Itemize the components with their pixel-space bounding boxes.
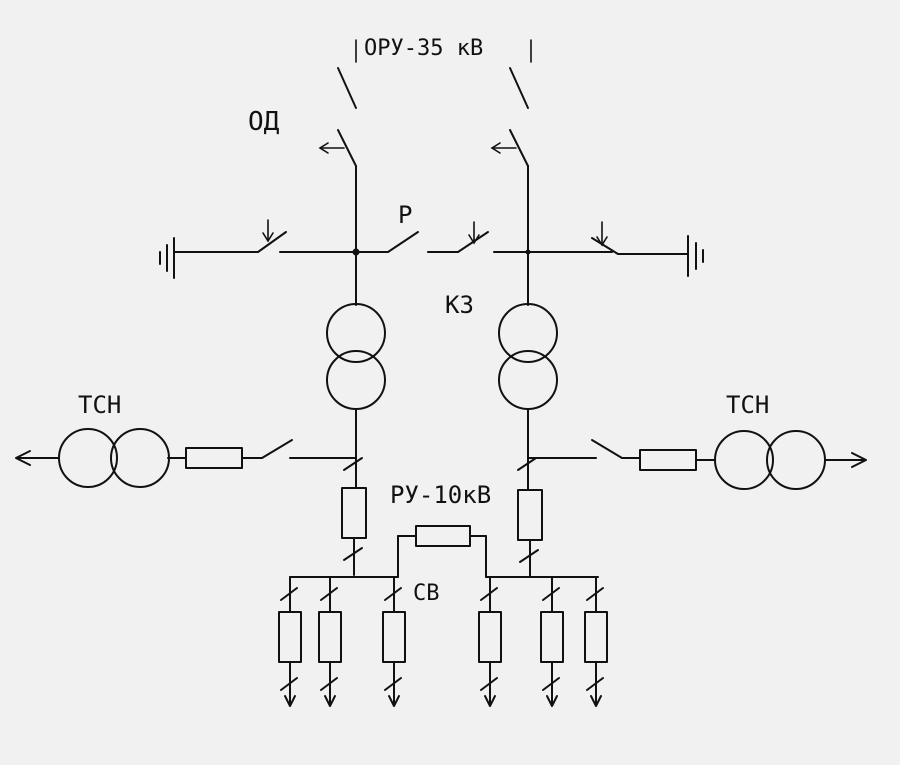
right-ground-switch	[577, 221, 704, 277]
feeder-5-breaker	[540, 611, 564, 663]
right-tsn-winding-b	[766, 430, 826, 490]
feeder-3-tick	[384, 587, 402, 601]
left-ground-arrow-head	[262, 232, 274, 243]
r-label: Р	[398, 201, 412, 229]
od-label: ОД	[248, 107, 280, 137]
feeder-2-breaker	[318, 611, 342, 663]
left-od-arrow-head	[318, 142, 329, 154]
kz-arrow-head	[468, 234, 480, 245]
left-transformer-winding-lv	[326, 350, 386, 410]
left-ground-switch	[159, 219, 357, 279]
feeder-6	[584, 576, 608, 707]
feeder-4-breaker	[478, 611, 502, 663]
feeder-2	[318, 576, 342, 707]
feeder-4-tick-lower	[480, 677, 498, 691]
feeder-1	[278, 576, 302, 707]
feeder-4	[478, 576, 502, 707]
feeder-5-arrow-icon	[546, 695, 558, 707]
feeder-5	[540, 576, 564, 707]
feeder-2-tick	[320, 587, 338, 601]
left-separator-od	[318, 67, 357, 306]
right-breaker-tick-upper	[517, 457, 537, 471]
section-disconnector-r	[355, 221, 579, 253]
left-breaker-tick-upper	[343, 457, 363, 471]
right-tsn-winding-a	[714, 430, 774, 490]
feeder-3-tick-lower	[384, 677, 402, 691]
feeder-1-arrow-icon	[284, 695, 296, 707]
feeder-3-breaker	[382, 611, 406, 663]
feeder-6-breaker	[584, 611, 608, 663]
feeder-1-tick-lower	[280, 677, 298, 691]
right-od-arrow-head	[490, 142, 501, 154]
tsn-right-label: ТСН	[726, 391, 769, 419]
feeder-6-tick-lower	[586, 677, 604, 691]
right-input-breaker	[517, 489, 543, 541]
feeder-1-tick	[280, 587, 298, 601]
feeder-3	[382, 576, 406, 707]
r-blade	[387, 231, 419, 253]
tsn-left-label: ТСН	[78, 391, 121, 419]
feeder-2-arrow-icon	[324, 695, 336, 707]
left-tsn-winding-b	[58, 428, 118, 488]
right-disconnector-blade	[509, 67, 529, 109]
left-input-breaker	[341, 487, 367, 539]
right-tsn-arrow-icon	[851, 452, 867, 468]
left-ground-blade	[257, 231, 287, 253]
oru-label-group: ОРУ-35 кВ	[355, 36, 532, 63]
right-separator-od	[490, 67, 529, 306]
feeder-5-tick-lower	[542, 677, 560, 691]
feeder-1-breaker	[278, 611, 302, 663]
right-tsn-branch	[527, 430, 867, 490]
left-tsn-branch	[15, 428, 357, 488]
left-breaker-tick-lower	[343, 547, 363, 561]
right-junction-dot	[525, 249, 531, 255]
feeder-6-tick	[586, 587, 604, 601]
right-ground-blade	[591, 237, 619, 255]
right-transformer-winding-hv	[498, 303, 558, 363]
left-main-transformer	[326, 303, 386, 410]
left-tsn-winding-a	[110, 428, 170, 488]
oru-label: ОРУ-35 кВ	[364, 36, 483, 61]
left-od-blade	[337, 129, 357, 167]
sv-breaker-body	[415, 525, 471, 547]
right-main-transformer	[498, 303, 558, 410]
feeder-5-tick	[542, 587, 560, 601]
left-disconnector-blade	[337, 67, 357, 109]
ru-label: РУ-10кВ	[390, 481, 491, 509]
right-transformer-winding-lv	[498, 350, 558, 410]
outgoing-feeders	[278, 576, 608, 707]
feeder-4-tick	[480, 587, 498, 601]
sectional-breaker	[397, 525, 487, 578]
left-transformer-winding-hv	[326, 303, 386, 363]
feeder-3-arrow-icon	[388, 695, 400, 707]
left-tsn-disconnector	[261, 439, 293, 459]
right-ground-arrow-head	[596, 236, 608, 247]
feeder-2-tick-lower	[320, 677, 338, 691]
right-tsn-disconnector	[591, 439, 623, 459]
right-breaker-tick-lower	[519, 549, 539, 563]
feeder-6-arrow-icon	[590, 695, 602, 707]
feeder-4-arrow-icon	[484, 695, 496, 707]
right-od-blade	[509, 129, 529, 167]
left-tsn-arrow-icon	[15, 450, 31, 466]
right-tsn-fuse	[639, 449, 697, 471]
kz-label: КЗ	[445, 291, 474, 319]
sv-label: СВ	[413, 581, 440, 606]
left-tsn-fuse	[185, 447, 243, 469]
